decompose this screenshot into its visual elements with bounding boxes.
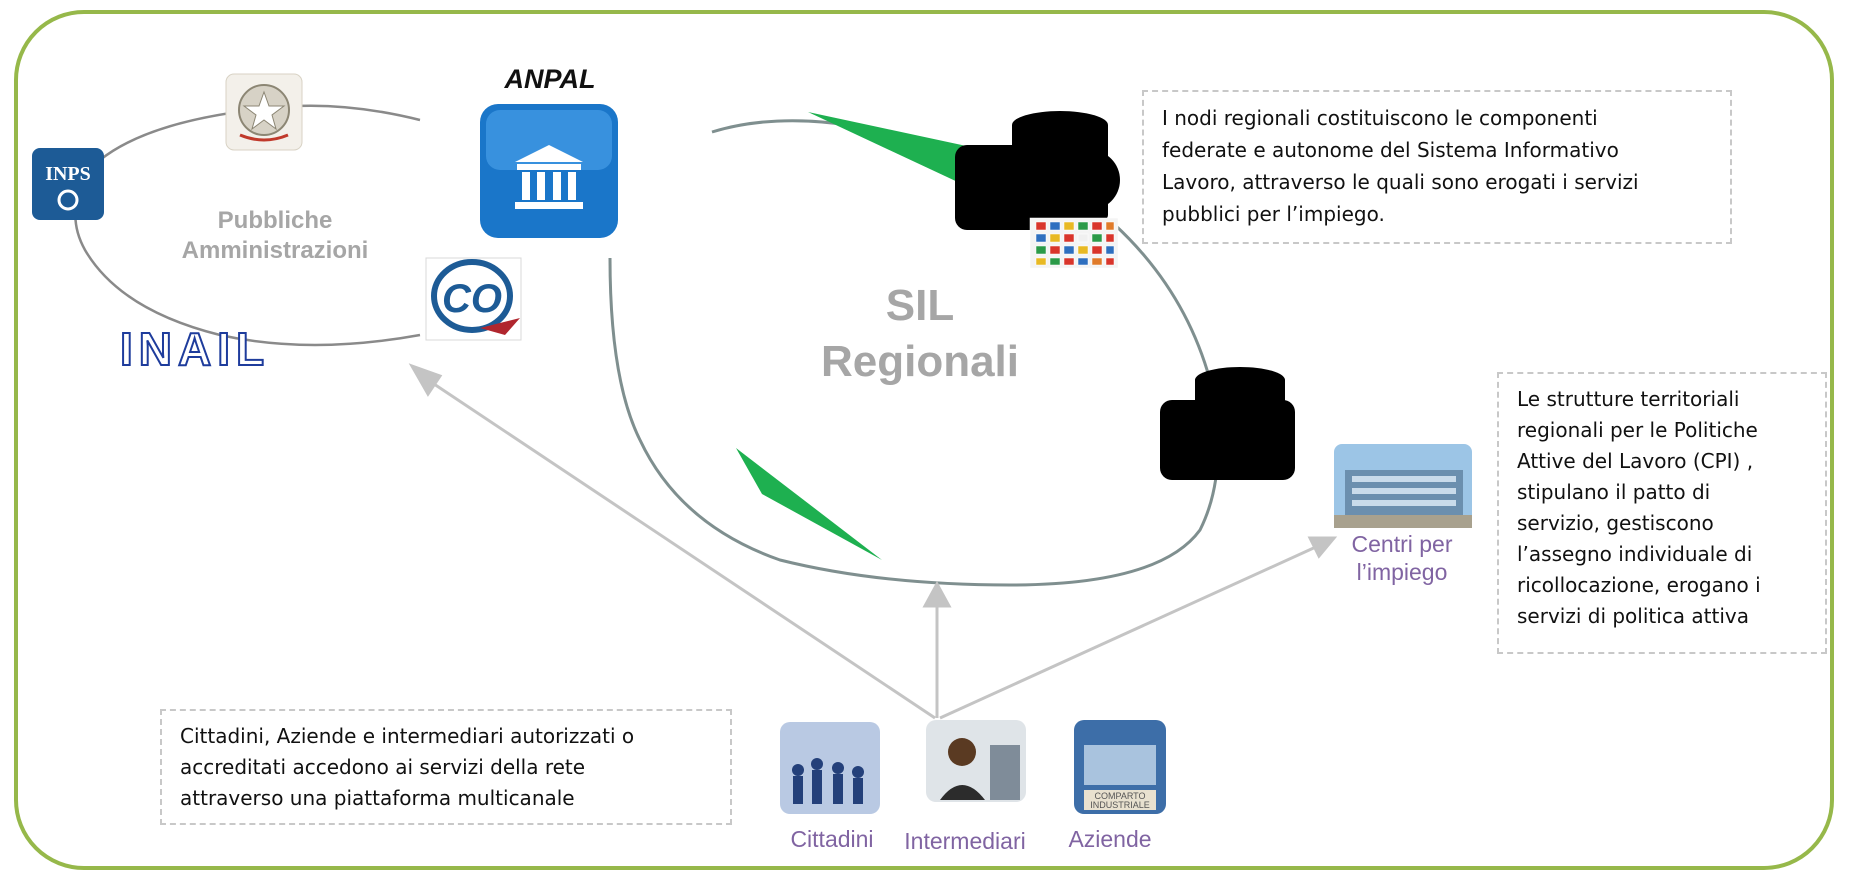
note-right-line: Le strutture territoriali [1517,387,1740,411]
centri-impiego-photo [1334,444,1472,528]
diagram-canvas: INPS INAIL CO [32,73,1472,814]
note-right-line: l’assegno individuale di [1517,542,1753,566]
aziende-photo: COMPARTO INDUSTRIALE [1074,720,1166,814]
note-accesso-multicanale: Cittadini, Aziende e intermediari autori… [160,709,732,825]
note-right-line: stipulano il patto di [1517,480,1711,504]
note-top-line: pubblici per l’impiego. [1162,202,1385,226]
sil-label-line1: SIL [885,281,955,330]
note-nodi-regionali: I nodi regionali costituiscono le compon… [1142,90,1732,244]
sil-label-line2: Regionali [820,337,1020,386]
centri-label-line2: l’impiego [1356,559,1448,585]
server-cluster-top [955,111,1120,230]
regional-flags [1029,217,1119,269]
note-strutture-territoriali: Le strutture territoriali regionali per … [1497,372,1827,654]
pa-label-line2: Amministrazioni [181,237,369,264]
svg-text:COMPARTO: COMPARTO [1094,791,1145,801]
centri-label-line1: Centri per [1351,531,1453,557]
note-right-line: servizi di politica attiva [1517,604,1750,628]
user-arrows [408,363,1338,720]
pa-label-line1: Pubbliche [217,207,333,234]
intermediari-label: Intermediari [904,828,1026,854]
inps-logo: INPS [32,148,104,220]
pubbliche-amministrazioni-label: Pubbliche Amministrazioni [150,206,400,266]
inail-logo: INAIL [120,323,270,375]
note-bottom-line: accreditati accedono ai servizi della re… [180,755,586,779]
note-right-line: ricollocazione, erogano i [1517,573,1761,597]
svg-text:CO: CO [442,277,502,321]
green-arrow-bottom [736,448,882,560]
note-right-line: servizio, gestiscono [1517,511,1714,535]
svg-text:INPS: INPS [45,163,91,185]
centri-impiego-label: Centri per l’impiego [1332,530,1472,586]
note-bottom-line: attraverso una piattaforma multicanale [180,786,575,810]
cittadini-photo [780,722,880,814]
green-arrow-top [808,112,985,184]
anpal-label: ANPAL [504,64,596,94]
note-top-line: Lavoro, attraverso le quali sono erogati… [1162,170,1639,194]
note-right-line: Attive del Lavoro (CPI) , [1517,449,1754,473]
note-top-line: I nodi regionali costituiscono le compon… [1162,106,1598,130]
note-right-line: regionali per le Politiche [1517,418,1758,442]
sil-regionali-label: SIL Regionali [790,278,1050,390]
anpal-logo-tile [480,104,618,238]
note-bottom-line: Cittadini, Aziende e intermediari autori… [180,724,635,748]
note-top-line: federate e autonome del Sistema Informat… [1162,138,1619,162]
cittadini-label: Cittadini [790,826,874,852]
bank-building-icon [515,145,583,209]
intermediari-photo [926,720,1026,802]
svg-text:INDUSTRIALE: INDUSTRIALE [1090,800,1150,810]
repubblica-emblem [225,73,303,151]
co-logo: CO [425,257,522,341]
aziende-label: Aziende [1068,826,1152,852]
server-cluster-bottom [1160,367,1295,480]
